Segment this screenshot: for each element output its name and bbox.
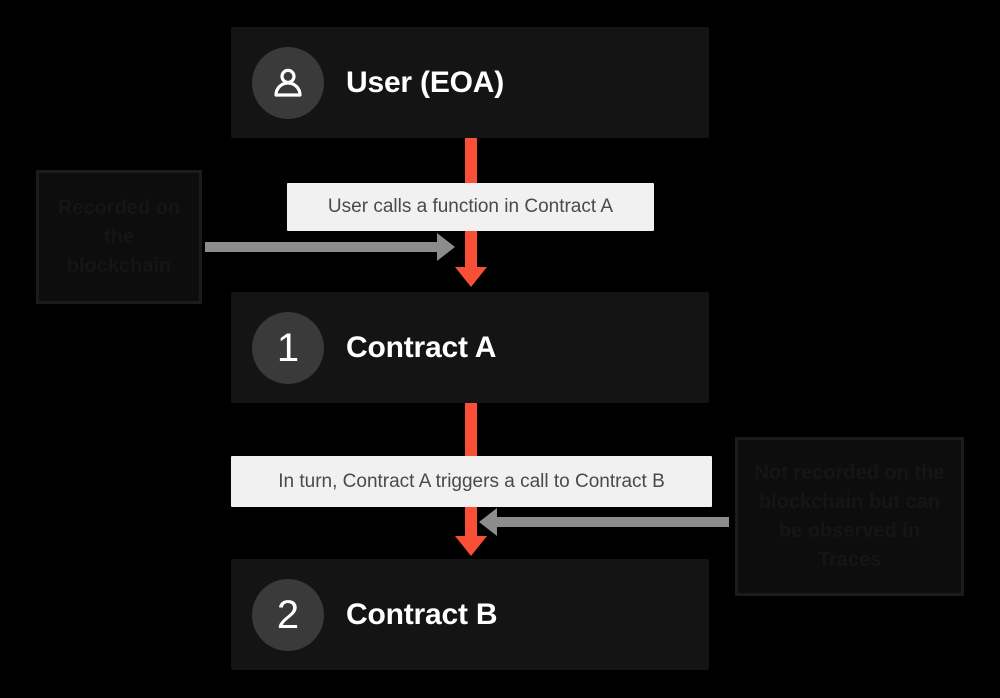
flow-connector-user-to-caption1 <box>465 138 477 190</box>
person-icon <box>252 46 324 119</box>
step-number-badge-2: 2 <box>252 578 324 651</box>
node-contract-a-label: Contract A <box>346 330 497 364</box>
annotation-not-recorded-traces: Not recorded on the blockchain but can b… <box>735 437 964 596</box>
flow-connector-contract-a-to-caption2 <box>465 403 477 459</box>
node-contract-b-label: Contract B <box>346 597 498 631</box>
flow-connector-caption2-to-contract-b <box>465 500 477 538</box>
flow-arrowhead-into-contract-b <box>455 536 487 556</box>
step-number-badge-1: 1 <box>252 311 324 384</box>
node-user-label: User (EOA) <box>346 65 505 99</box>
node-contract-a[interactable]: 1 Contract A <box>231 292 709 403</box>
flow-connector-caption1-to-contract-a <box>465 225 477 269</box>
flow-arrowhead-into-contract-a <box>455 267 487 287</box>
annotation-pointer-arrow-right <box>205 233 455 261</box>
annotation-recorded-on-blockchain: Recorded on the blockchain <box>36 170 202 304</box>
caption-contract-a-to-contract-b: In turn, Contract A triggers a call to C… <box>231 456 712 507</box>
node-contract-b[interactable]: 2 Contract B <box>231 559 709 670</box>
caption-user-to-contract-a: User calls a function in Contract A <box>287 183 654 231</box>
node-user[interactable]: User (EOA) <box>231 27 709 138</box>
annotation-pointer-arrow-left <box>479 508 729 536</box>
